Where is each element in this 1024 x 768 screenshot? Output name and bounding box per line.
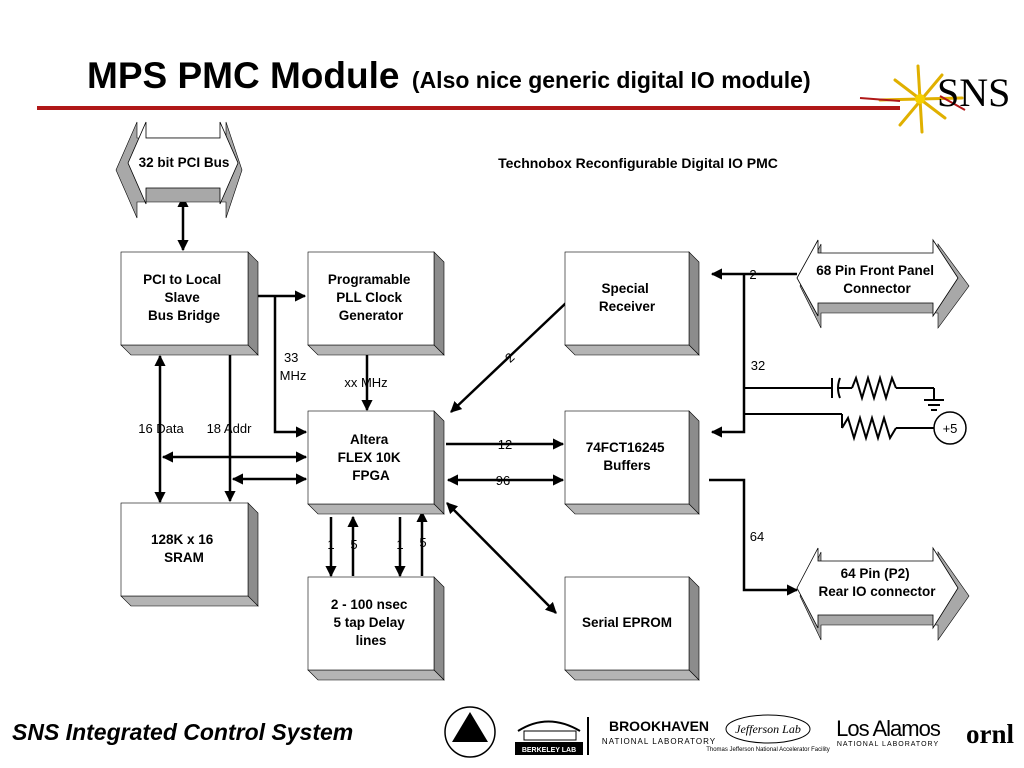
ornl-logo: ornl [966,719,1015,749]
diagram-caption: Technobox Reconfigurable Digital IO PMC [498,155,778,171]
svg-text:128K x 16 SRAM: 128K x 16 SRAM [151,532,217,565]
pci-bridge-block: PCI to Local Slave Bus Bridge [120,251,259,356]
label-33mhz: 33 MHz [280,350,307,383]
label-delay-5b: 5 [419,535,426,550]
label-18-addr: 18 Addr [207,421,252,436]
svg-text:PCI to Local Slave: PCI to Local Slave Bus Bridge [143,272,225,323]
slide-title: MPS PMC Module (Also nice generic digita… [87,55,811,96]
svg-text:Special Receiver: Special Receiver [599,281,656,314]
label-delay-1b: 1 [396,537,403,552]
wires [154,195,799,614]
argonne-logo [444,706,496,758]
svg-text:Altera FLEX 10K FP: Altera FLEX 10K FPGA [338,432,405,483]
delay-lines-block: 2 - 100 nsec 5 tap Delay lines [307,576,445,681]
label-2-front: 2 [749,267,756,282]
svg-text:BROOKHAVEN: BROOKHAVEN [609,718,709,734]
svg-text:Los Alamos: Los Alamos [836,716,941,741]
sram-block: 128K x 16 SRAM [120,502,259,607]
sns-logo: SNS [859,64,1010,134]
plus5-label: +5 [943,421,958,436]
label-96: 96 [496,473,510,488]
title-main: MPS PMC Module (Also nice generic digita… [87,55,811,96]
svg-text:NATIONAL LABORATORY: NATIONAL LABORATORY [602,737,716,746]
svg-text:Serial EPROM: Serial EPROM [582,615,672,630]
pci-bus-connector: 32 bit PCI Bus [115,121,243,219]
svg-text:68 Pin Front Panel Conne: 68 Pin Front Panel Connector [816,263,938,296]
svg-text:32 bit PCI Bus: 32 bit PCI Bus [139,155,230,170]
rear-io-connector: 64 Pin (P2) Rear IO connector [796,546,970,641]
svg-text:NATIONAL LABORATORY: NATIONAL LABORATORY [837,741,939,748]
jefferson-lab-logo: Jefferson Lab Thomas Jefferson National … [706,714,830,753]
termination-network [744,374,944,442]
svg-text:Programable PLL Clock: Programable PLL Clock Generator [328,272,414,323]
serial-eprom-block: Serial EPROM [564,576,700,681]
svg-text:64 Pin (P2) Rear IO conn: 64 Pin (P2) Rear IO connector [818,566,936,599]
label-delay-5a: 5 [350,537,357,552]
fpga-block: Altera FLEX 10K FPGA [307,410,445,515]
brookhaven-logo: BROOKHAVEN NATIONAL LABORATORY [587,717,716,755]
footer-system-name: SNS Integrated Control System [12,719,353,745]
pll-clock-block: Programable PLL Clock Generator [307,251,445,356]
label-64: 64 [750,529,764,544]
buffers-block: 74FCT16245 Buffers [564,410,700,515]
label-32: 32 [751,358,765,373]
plus5-supply [933,411,967,445]
svg-text:BERKELEY LAB: BERKELEY LAB [522,747,576,754]
sns-logo-text: SNS [937,70,1010,115]
label-xx-mhz: xx MHz [344,375,387,390]
label-16-data: 16 Data [138,421,184,436]
label-12: 12 [498,437,512,452]
svg-text:74FCT16245 Buffers: 74FCT16245 Buffers [586,440,669,473]
special-receiver-block: Special Receiver [564,251,700,356]
label-delay-1a: 1 [327,537,334,552]
svg-text:Thomas Jefferson National Acce: Thomas Jefferson National Accelerator Fa… [706,747,830,753]
front-panel-connector: 68 Pin Front Panel Connector [796,238,970,329]
berkeley-lab-logo: BERKELEY LAB [515,720,583,755]
svg-text:2 - 100 nsec 5 tap Delay: 2 - 100 nsec 5 tap Delay lines [331,597,411,648]
los-alamos-logo: Los Alamos NATIONAL LABORATORY [836,716,942,748]
svg-text:Jefferson Lab: Jefferson Lab [735,722,801,736]
